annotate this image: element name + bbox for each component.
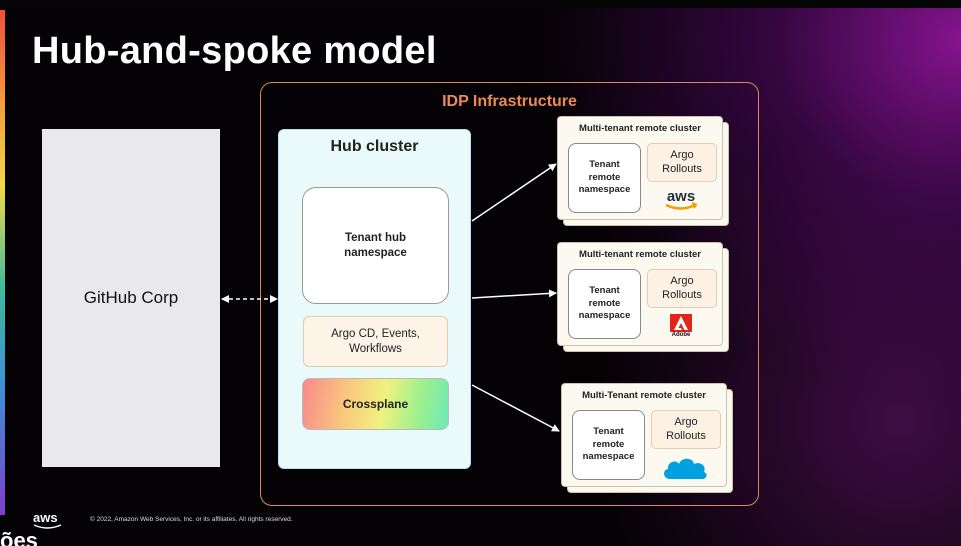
top-bar (0, 0, 961, 8)
accent-strip (0, 10, 5, 515)
argo-rollouts-box: Argo Rollouts (651, 410, 721, 449)
hub-to-aws-arrow (471, 163, 557, 222)
tenant-remote-namespace-label: Tenant remote namespace (582, 426, 635, 463)
remote-cluster-title: Multi-tenant remote cluster (579, 249, 701, 260)
github-corp-box: GitHub Corp (42, 129, 220, 467)
hub-cluster-title: Hub cluster (330, 138, 419, 155)
argo-cd-label: Argo CD, Events, Workflows (331, 327, 420, 355)
hub-cluster: Hub cluster Tenant hub namespace Argo CD… (278, 129, 471, 469)
aws-logo: aws (647, 185, 715, 215)
tenant-hub-namespace-label: Tenant hub namespace (344, 231, 407, 259)
argo-rollouts-box: Argo Rollouts (647, 143, 717, 182)
remote-cluster-salesforce: Multi-Tenant remote cluster Tenant remot… (561, 383, 733, 493)
hub-to-adobe-arrow (471, 289, 557, 299)
remote-cluster-card: Multi-tenant remote cluster Tenant remot… (557, 116, 723, 220)
adobe-logo-text: Adobe (671, 332, 691, 338)
copyright-text: © 2022, Amazon Web Services, Inc. or its… (90, 516, 293, 523)
idp-infrastructure-boundary: IDP Infrastructure (260, 82, 759, 506)
remote-cluster-aws: Multi-tenant remote cluster Tenant remot… (557, 116, 729, 226)
tenant-hub-namespace: Tenant hub namespace (302, 187, 449, 304)
argo-cd-box: Argo CD, Events, Workflows (303, 316, 448, 367)
aws-footer-logo-text: aws (33, 510, 58, 525)
remote-cluster-title: Multi-Tenant remote cluster (582, 390, 706, 401)
salesforce-cloud-logo (651, 452, 719, 482)
tenant-remote-namespace: Tenant remote namespace (568, 269, 641, 339)
tenant-remote-namespace: Tenant remote namespace (572, 410, 645, 480)
github-corp-label: GitHub Corp (83, 288, 179, 307)
adobe-logo: Adobe (647, 311, 715, 341)
remote-cluster-card: Multi-Tenant remote cluster Tenant remot… (561, 383, 727, 487)
argo-rollouts-label: Argo Rollouts (666, 416, 706, 442)
remote-cluster-card: Multi-tenant remote cluster Tenant remot… (557, 242, 723, 346)
tenant-remote-namespace: Tenant remote namespace (568, 143, 641, 213)
argo-rollouts-label: Argo Rollouts (662, 275, 702, 301)
argo-rollouts-box: Argo Rollouts (647, 269, 717, 308)
tenant-remote-namespace-label: Tenant remote namespace (578, 285, 631, 322)
remote-cluster-title: Multi-tenant remote cluster (579, 123, 701, 134)
idp-infrastructure-label: IDP Infrastructure (442, 93, 577, 110)
crossplane-label: Crossplane (342, 397, 409, 411)
slide-title: Hub-and-spoke model (32, 30, 437, 72)
aws-footer-logo: aws (33, 510, 62, 529)
argo-rollouts-label: Argo Rollouts (662, 149, 702, 175)
tenant-remote-namespace-label: Tenant remote namespace (578, 159, 631, 196)
subtitle-caption: ões (0, 528, 38, 546)
crossplane-box: Crossplane (302, 378, 449, 430)
svg-text:aws: aws (667, 188, 695, 205)
hub-to-salesforce-arrow (471, 384, 560, 432)
remote-cluster-adobe: Multi-tenant remote cluster Tenant remot… (557, 242, 729, 352)
